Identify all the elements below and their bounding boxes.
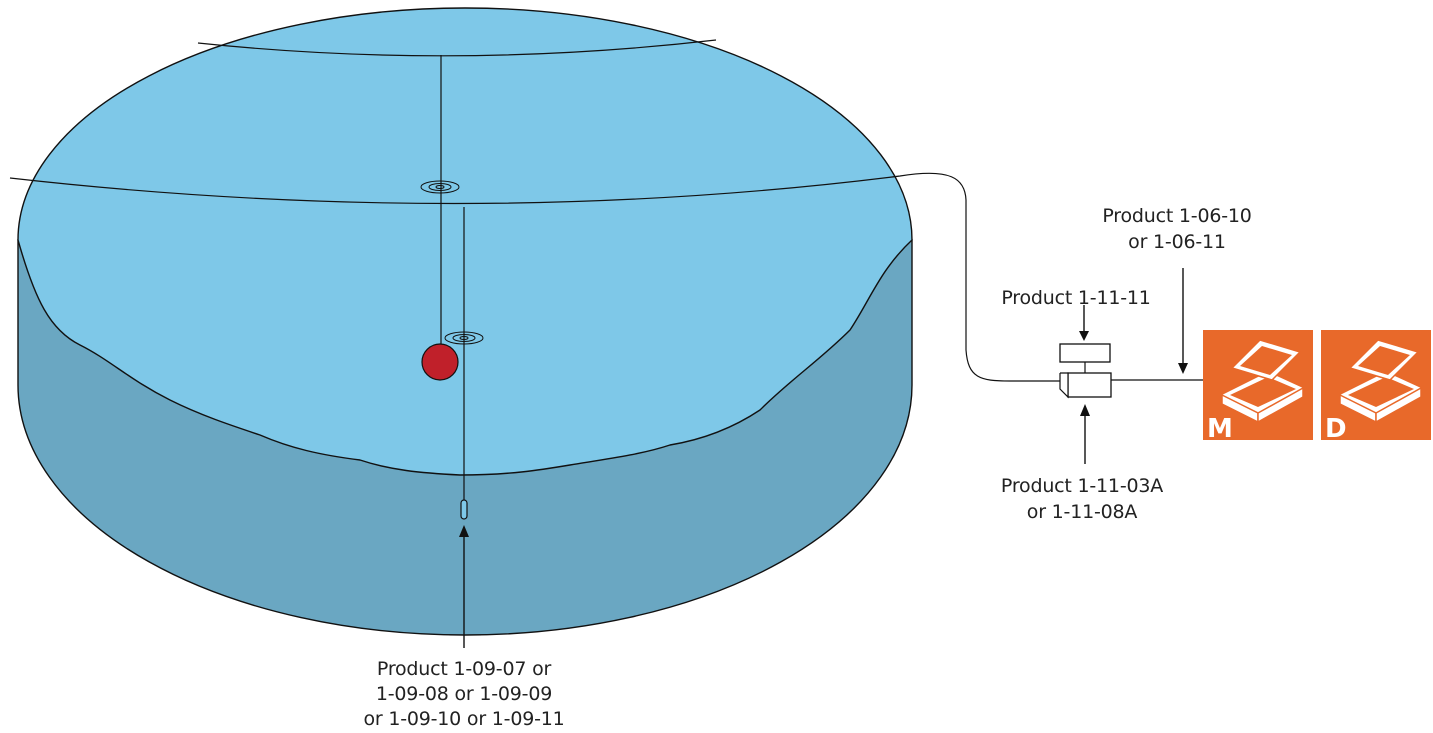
top-box-label: Product 1-11-11 xyxy=(1001,287,1150,309)
cable-label-line-2: or 1-06-11 xyxy=(1128,231,1226,253)
sensor-probe xyxy=(460,499,468,520)
top-box-arrowhead xyxy=(1079,331,1089,341)
bottom-box-arrowhead xyxy=(1080,404,1090,416)
case-icon-m: M xyxy=(1203,330,1313,444)
upper-cable xyxy=(197,39,717,57)
bottom-box-label-line-1: Product 1-11-03A xyxy=(1001,475,1163,497)
junction-box-top xyxy=(1059,343,1111,363)
svg-text:D: D xyxy=(1325,414,1347,444)
buoy-marker xyxy=(421,343,459,381)
svg-text:M: M xyxy=(1207,414,1233,444)
bottom-box-label-line-2: or 1-11-08A xyxy=(1027,501,1138,523)
sensor-label-line-3: or 1-09-10 or 1-09-11 xyxy=(363,708,564,730)
cable-label-line-1: Product 1-06-10 xyxy=(1102,205,1251,227)
water-surface xyxy=(17,7,913,476)
junction-box-bottom-edge xyxy=(1059,372,1069,399)
sensor-label-line-2: 1-09-08 or 1-09-09 xyxy=(376,683,552,705)
sensor-label-line-1: Product 1-09-07 or xyxy=(377,658,552,680)
cable-arrowhead xyxy=(1178,363,1188,374)
junction-box-bottom xyxy=(1067,372,1112,398)
ripple-marker-upper xyxy=(420,180,460,194)
sensor-arrowhead xyxy=(459,525,469,537)
case-icon-d: D xyxy=(1321,330,1431,444)
lower-cable xyxy=(9,172,1068,382)
